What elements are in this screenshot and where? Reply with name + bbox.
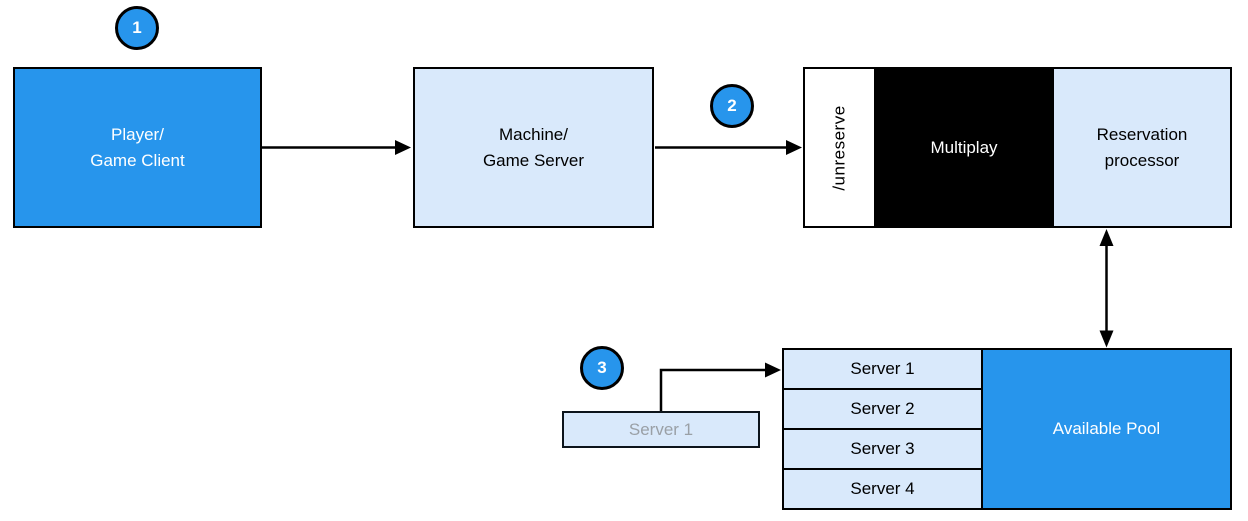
- pool-server-4-label: Server 4: [850, 479, 915, 498]
- pool-server-1-label: Server 1: [850, 359, 915, 378]
- step-3-badge: 3: [580, 346, 624, 390]
- step-2-number: 2: [727, 96, 737, 115]
- arrow-player-to-machine: [262, 140, 411, 155]
- step-3-number: 3: [597, 358, 607, 377]
- pool-server-row-1: Server 1: [782, 348, 983, 390]
- pool-server-row-2: Server 2: [782, 388, 983, 430]
- step-1-badge: 1: [115, 6, 159, 50]
- reservation-label-line1: Reservation: [1096, 124, 1188, 144]
- machine-game-server-box: Machine/ Game Server: [413, 67, 654, 228]
- pool-server-3-label: Server 3: [850, 439, 915, 458]
- multiplay-section: Multiplay: [874, 69, 1054, 226]
- multiplay-service-box: /unreserve Multiplay Reservation process…: [803, 67, 1232, 228]
- detached-server-box: Server 1: [562, 411, 760, 448]
- pool-server-2-label: Server 2: [850, 399, 915, 418]
- multiplay-label: Multiplay: [930, 137, 998, 157]
- player-label-line2: Game Client: [90, 150, 185, 170]
- reservation-label-line2: processor: [1104, 150, 1180, 170]
- pool-server-row-4: Server 4: [782, 468, 983, 510]
- detached-server-label: Server 1: [628, 419, 694, 439]
- reservation-processor-section: Reservation processor: [1054, 69, 1230, 226]
- arrow-machine-to-multiplay: [655, 140, 802, 155]
- unreserve-endpoint-section: /unreserve: [805, 69, 874, 226]
- arrow-reservation-to-pool: [1099, 229, 1114, 348]
- arrow-detached-server-to-pool: [659, 362, 781, 411]
- machine-label-line2: Game Server: [482, 150, 585, 170]
- pool-server-row-3: Server 3: [782, 428, 983, 470]
- machine-label-line1: Machine/: [499, 124, 568, 144]
- step-2-badge: 2: [710, 84, 754, 128]
- player-game-client-box: Player/ Game Client: [13, 67, 262, 228]
- unreserve-endpoint-label: /unreserve: [829, 104, 849, 191]
- available-pool-label: Available Pool: [1052, 419, 1161, 438]
- available-pool-box: Available Pool: [981, 348, 1232, 510]
- step-1-number: 1: [132, 18, 142, 37]
- server-pool-list: Server 1 Server 2 Server 3 Server 4: [782, 348, 983, 510]
- player-label-line1: Player/: [111, 124, 164, 144]
